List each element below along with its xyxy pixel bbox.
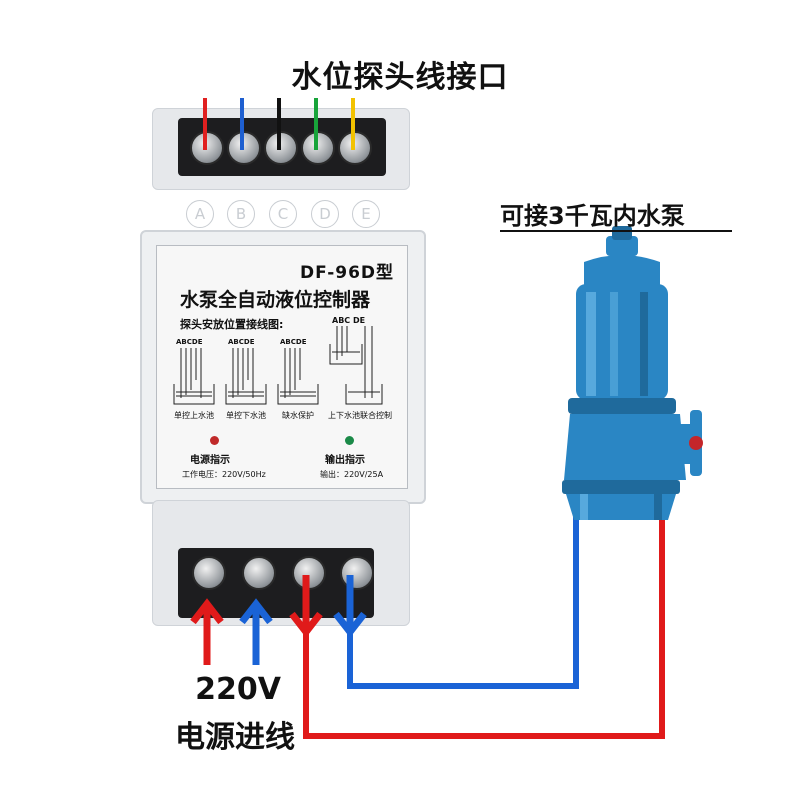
pump-capacity-label: 可接3千瓦内水泵	[500, 202, 685, 230]
terminal-letter: E	[352, 200, 380, 228]
terminal-letter-row: A B C D E	[186, 200, 382, 228]
power-screw-4[interactable]	[340, 556, 374, 590]
power-led	[210, 436, 219, 445]
diagram-header: ABC DE	[332, 316, 366, 325]
install-diagram-title: 探头安放位置接线图:	[180, 318, 284, 331]
diagram-header: ABCDE	[280, 338, 307, 346]
output-led	[345, 436, 354, 445]
power-indicator-label: 电源指示	[190, 455, 230, 466]
pump-wire-blue	[347, 512, 579, 689]
power-screw-1[interactable]	[192, 556, 226, 590]
submersible-pump	[562, 226, 703, 520]
device-front-panel	[156, 245, 408, 489]
terminal-letter: D	[311, 200, 339, 228]
diagram-label: 单控上水池	[174, 411, 214, 420]
output-indicator-label: 输出指示	[325, 455, 365, 466]
power-screw-2[interactable]	[242, 556, 276, 590]
power-input-label: 电源进线	[175, 720, 295, 755]
terminal-letter: B	[227, 200, 255, 228]
diagram-header: ABCDE	[176, 338, 203, 346]
pump-label-underline	[500, 230, 732, 232]
terminal-letter: C	[269, 200, 297, 228]
output-arrows	[289, 575, 367, 638]
power-input-arrows	[190, 598, 273, 665]
terminal-letter: A	[186, 200, 214, 228]
probe-interface-title: 水位探头线接口	[291, 60, 509, 95]
model-number: DF-96D型	[300, 263, 395, 283]
diagram-label: 上下水池联合控制	[328, 411, 392, 420]
diagram-label: 缺水保护	[282, 411, 314, 420]
controller-name: 水泵全自动液位控制器	[180, 289, 371, 311]
diagram-label: 单控下水池	[226, 411, 266, 420]
output-spec: 输出：220V/25A	[320, 470, 384, 479]
work-voltage-spec: 工作电压：220V/50Hz	[182, 470, 266, 479]
pump-wire-red	[303, 512, 665, 739]
diagram-header: ABCDE	[228, 338, 255, 346]
voltage-label: 220V	[195, 672, 281, 707]
